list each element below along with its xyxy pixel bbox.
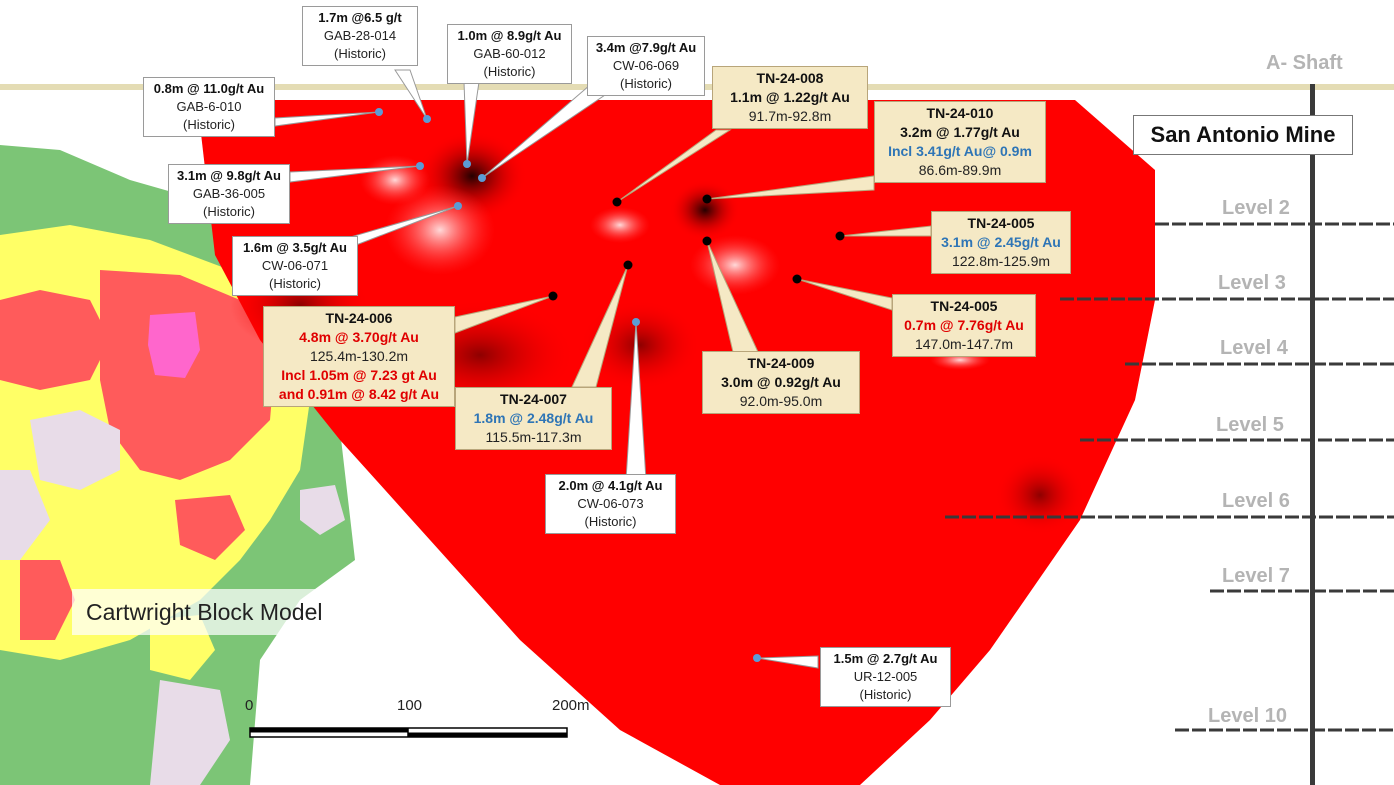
interval-text: 91.7m-92.8m — [748, 108, 832, 124]
scale-tick-label: 100 — [397, 697, 423, 714]
new-result-callout-tn-24-005a: TN-24-005 3.1m @ 2.45g/t Au 122.8m-125.9… — [931, 211, 1071, 274]
historic-note: (Historic) — [620, 76, 672, 91]
shaft-label: A- Shaft — [1266, 52, 1343, 74]
level-label: Level 7 — [1222, 565, 1290, 587]
intercept-text: 1.1m @ 1.22g/t Au — [730, 89, 850, 105]
interval-text: 147.0m-147.7m — [914, 336, 1014, 352]
intercept-text: 3.4m @7.9g/t Au — [595, 40, 697, 55]
historic-note: (Historic) — [203, 204, 255, 219]
historic-note: (Historic) — [183, 117, 235, 132]
historic-callout: 2.0m @ 4.1g/t Au CW-06-073 (Historic) — [545, 474, 676, 534]
intercept-text: 1.5m @ 2.7g/t Au — [833, 651, 938, 666]
level-label: Level 3 — [1218, 272, 1286, 294]
interval-text: 115.5m-117.3m — [485, 429, 582, 445]
historic-note: (Historic) — [584, 514, 637, 529]
intercept-text: 1.8m @ 2.48g/t Au — [473, 410, 594, 426]
level-label: Level 2 — [1222, 197, 1290, 219]
historic-hole-points — [375, 108, 761, 662]
hole-id: GAB-60-012 — [473, 46, 546, 61]
new-result-callout-tn-24-006: TN-24-006 4.8m @ 3.70g/t Au 125.4m-130.2… — [263, 306, 455, 407]
incl-text: and 0.91m @ 8.42 g/t Au — [278, 386, 440, 402]
historic-note: (Historic) — [483, 64, 536, 79]
hole-id: TN-24-009 — [747, 355, 815, 371]
intercept-text: 1.7m @6.5 g/t — [318, 10, 402, 25]
hole-id: GAB-28-014 — [323, 28, 397, 43]
historic-callout: 0.8m @ 11.0g/t Au GAB-6-010 (Historic) — [143, 77, 275, 137]
callout-pointers — [274, 69, 932, 669]
new-result-callout-tn-24-008: TN-24-008 1.1m @ 1.22g/t Au 91.7m-92.8m — [712, 66, 868, 129]
new-result-callout-tn-24-007: TN-24-007 1.8m @ 2.48g/t Au 115.5m-117.3… — [455, 387, 612, 450]
hole-id: TN-24-005 — [967, 215, 1035, 231]
new-result-callout-tn-24-010: TN-24-010 3.2m @ 1.77g/t Au Incl 3.41g/t… — [874, 101, 1046, 183]
intercept-text: 3.1m @ 9.8g/t Au — [177, 168, 281, 183]
scale-bar — [249, 727, 568, 738]
intercept-text: 0.8m @ 11.0g/t Au — [153, 81, 265, 96]
new-result-callout-tn-24-009: TN-24-009 3.0m @ 0.92g/t Au 92.0m-95.0m — [702, 351, 860, 414]
new-result-callout-tn-24-005b: TN-24-005 0.7m @ 7.76g/t Au 147.0m-147.7… — [892, 294, 1036, 357]
intercept-text: 0.7m @ 7.76g/t Au — [904, 317, 1024, 333]
hole-id: GAB-6-010 — [176, 99, 242, 114]
intercept-text: 3.2m @ 1.77g/t Au — [900, 124, 1020, 140]
level-label: Level 5 — [1216, 414, 1284, 436]
interval-text: 86.6m-89.9m — [918, 162, 1002, 178]
hole-id: UR-12-005 — [853, 669, 918, 684]
intercept-text: 2.0m @ 4.1g/t Au — [558, 478, 663, 493]
interval-text: 125.4m-130.2m — [309, 348, 409, 364]
hole-id: CW-06-069 — [612, 58, 680, 73]
historic-callout: 3.4m @7.9g/t Au CW-06-069 (Historic) — [587, 36, 705, 96]
grade-shell — [200, 100, 1155, 785]
intercept-text: 1.0m @ 8.9g/t Au — [457, 28, 562, 43]
historic-callout: 3.1m @ 9.8g/t Au GAB-36-005 (Historic) — [168, 164, 290, 224]
historic-callout: 1.7m @6.5 g/t GAB-28-014 (Historic) — [302, 6, 418, 66]
historic-note: (Historic) — [859, 687, 912, 702]
intercept-text: 3.0m @ 0.92g/t Au — [721, 374, 841, 390]
block-model-label: Cartwright Block Model — [72, 589, 360, 635]
intercept-text: 4.8m @ 3.70g/t Au — [299, 329, 419, 345]
historic-note: (Historic) — [269, 276, 321, 291]
intercept-text: 3.1m @ 2.45g/t Au — [941, 234, 1061, 250]
historic-note: (Historic) — [334, 46, 386, 61]
new-hole-points — [548, 194, 845, 301]
scale-tick-label: 0 — [245, 697, 254, 714]
hole-id: TN-24-008 — [756, 70, 824, 86]
incl-text: Incl 1.05m @ 7.23 gt Au — [281, 367, 437, 383]
historic-callout: 1.0m @ 8.9g/t Au GAB-60-012 (Historic) — [447, 24, 572, 84]
hole-id: TN-24-006 — [325, 310, 393, 326]
scale-tick-label: 200m — [552, 697, 590, 714]
historic-callout: 1.6m @ 3.5g/t Au CW-06-071 (Historic) — [232, 236, 358, 296]
level-label: Level 4 — [1220, 337, 1288, 359]
level-label: Level 6 — [1222, 490, 1290, 512]
hole-id: CW-06-071 — [261, 258, 329, 273]
incl-text: Incl 3.41g/t Au@ 0.9m — [888, 143, 1032, 159]
hole-id: GAB-36-005 — [192, 186, 266, 201]
intercept-text: 1.6m @ 3.5g/t Au — [243, 240, 347, 255]
interval-text: 92.0m-95.0m — [739, 393, 823, 409]
hole-id: TN-24-010 — [926, 105, 994, 121]
hole-id: CW-06-073 — [577, 496, 644, 511]
level-label: Level 10 — [1208, 705, 1287, 727]
interval-text: 122.8m-125.9m — [951, 253, 1051, 269]
hole-id: TN-24-007 — [500, 391, 567, 407]
mine-title: San Antonio Mine — [1133, 115, 1353, 155]
hole-id: TN-24-005 — [930, 298, 998, 314]
historic-callout: 1.5m @ 2.7g/t Au UR-12-005 (Historic) — [820, 647, 951, 707]
